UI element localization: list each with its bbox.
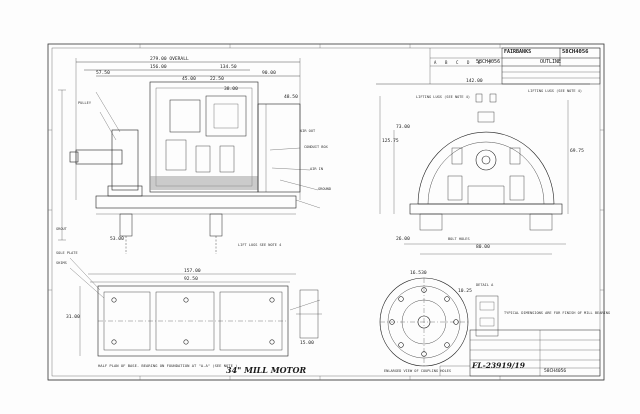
drawing-number-bottom: 58CH4056 xyxy=(544,369,567,374)
dim-d4: 57.50 xyxy=(96,71,110,76)
note-pulley: PULLEY xyxy=(78,101,91,105)
note-air-in: AIR IN xyxy=(310,167,323,171)
dim-end-height: 125.75 xyxy=(382,139,399,144)
dim-d7: 38.00 xyxy=(224,87,238,92)
base-caption: HALF PLAN OF BASE. BEARING ON FOUNDATION… xyxy=(98,363,238,368)
drawing-number-copy: 58CH4056 xyxy=(476,59,501,65)
note-detail-a: DETAIL A xyxy=(476,283,494,287)
drawing-number: 58CH4056 xyxy=(562,49,589,55)
end-view xyxy=(376,83,590,255)
note-conduit-box: CONDUIT BOX xyxy=(304,145,328,149)
inner-border xyxy=(51,47,601,377)
revision-letter: E xyxy=(478,60,481,65)
note-lifting-lugs-end: LIFTING LUGS (SEE NOTE 4) xyxy=(528,89,583,93)
revision-letter: F xyxy=(489,60,492,65)
leaders-side xyxy=(95,91,321,209)
note-lift-lugs-bottom: LIFT LUGS SEE NOTE 4 xyxy=(238,243,282,247)
motor-title: 34" MILL MOTOR xyxy=(226,365,307,375)
dim-base-w1: 31.00 xyxy=(66,315,80,320)
note-shims: SHIMS xyxy=(56,261,67,265)
dim-end-base: 80.00 xyxy=(476,245,490,250)
note-sole-plate: SOLE PLATE xyxy=(56,251,78,255)
note-air-out: AIR OUT xyxy=(300,129,316,133)
leaders-base xyxy=(69,257,321,311)
dim-end-base2: 26.00 xyxy=(396,237,410,242)
coupling-detail xyxy=(379,277,499,367)
dim-pit: 53.00 xyxy=(110,237,124,242)
dim-end-r2: 69.75 xyxy=(570,149,584,154)
note-grout: GROUT xyxy=(56,227,67,231)
revision-letter: A xyxy=(434,60,437,65)
dim-overall: 279.00 OVERALL xyxy=(150,57,189,62)
drawing-kind: OUTLINE xyxy=(540,59,562,65)
dim-coupling-a: 16.530 xyxy=(410,271,427,276)
dim-coupling-b: 10.25 xyxy=(458,289,472,294)
base-plan xyxy=(79,273,322,357)
dim-d2: 134.50 xyxy=(220,65,237,70)
note-bolt-holes: BOLT HOLES xyxy=(448,237,470,241)
dim-end-width: 142.00 xyxy=(466,79,483,84)
file-number: FL-23919/19 xyxy=(472,361,525,370)
revision-letter: B xyxy=(445,60,448,65)
note-typical-dims: TYPICAL DIMENSIONS ARE FOR FINISH OF MIL… xyxy=(504,311,611,315)
side-elevation xyxy=(58,58,301,254)
dim-end-r1: 73.00 xyxy=(396,125,410,130)
dim-base-len: 157.00 xyxy=(184,269,201,274)
dim-base-len2: 92.50 xyxy=(184,277,198,282)
company-mark: FAIRBANKS xyxy=(504,49,532,55)
dim-d1: 156.00 xyxy=(150,65,167,70)
revision-letter: D xyxy=(467,60,470,65)
dim-base-w2: 15.00 xyxy=(300,341,314,346)
title-block xyxy=(429,47,601,377)
zone-ticks xyxy=(48,44,604,380)
sheet-border xyxy=(47,43,605,381)
dim-d8: 48.50 xyxy=(284,95,298,100)
dim-d3: 90.00 xyxy=(262,71,276,76)
dim-d5: 45.00 xyxy=(182,77,196,82)
revision-letter: C xyxy=(456,60,459,65)
note-lifting-lugs: LIFTING LUGS (SEE NOTE 4) xyxy=(416,95,471,99)
note-enlarged-view: ENLARGED VIEW OF COUPLING HOLES xyxy=(384,369,452,373)
dim-d6: 22.50 xyxy=(210,77,224,82)
note-ground: GROUND xyxy=(318,187,331,191)
